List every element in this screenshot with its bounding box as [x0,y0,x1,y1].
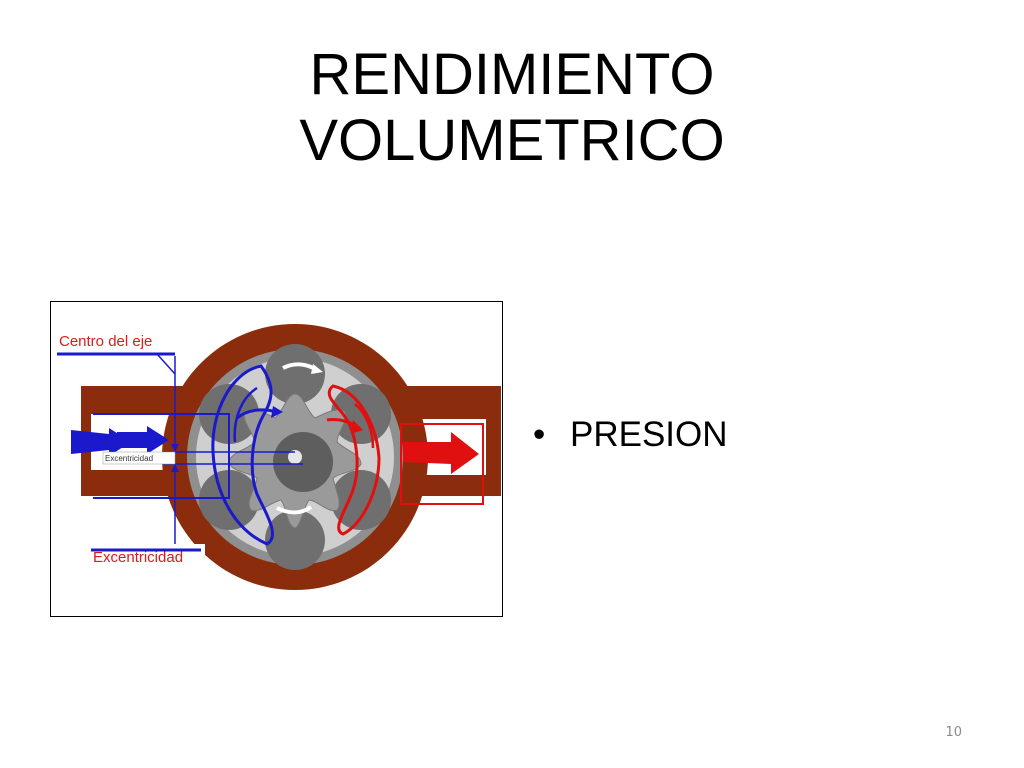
gear-pump-diagram: Centro del eje Excentricidad Excentricid… [50,301,503,617]
slide-title: RENDIMIENTO VOLUMETRICO [0,42,1024,174]
label-shaft-center: Centro del eje [59,333,152,350]
shaft-center-dot [288,450,302,464]
bullet-item: PRESION [533,413,728,457]
bullet-list: PRESION [533,413,728,457]
title-line-2: VOLUMETRICO [299,108,725,173]
label-eccentricity: Excentricidad [93,549,183,566]
page-number: 10 [945,725,962,740]
label-eccentricity-small: Excentricidad [105,454,153,463]
inlet-chamber-outline [211,364,274,546]
inlet-flow-arrows [71,426,169,456]
title-line-1: RENDIMIENTO [309,42,715,107]
outlet-flow-arrow [403,432,479,474]
shaft-hub [273,432,333,492]
outlet-chamber-outline [327,384,381,536]
